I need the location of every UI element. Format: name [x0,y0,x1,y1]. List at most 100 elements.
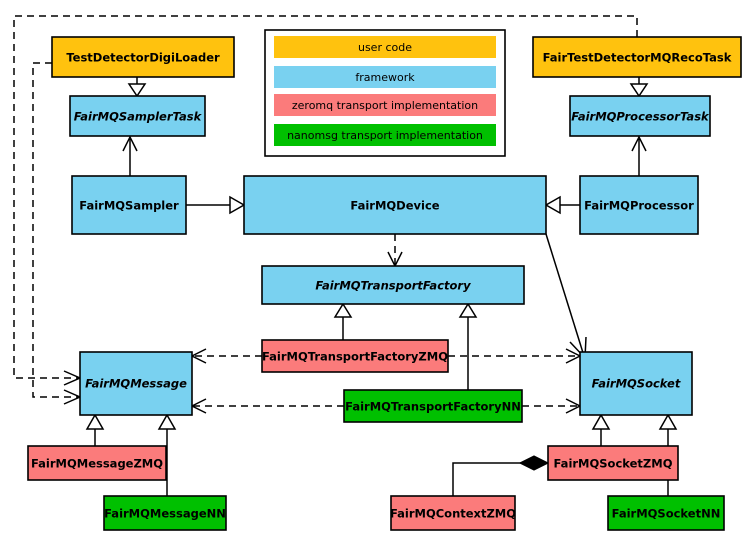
hollow-triangle-arrowhead [333,302,353,318]
node-FairMQSocket[interactable]: FairMQSocket [579,351,693,416]
edge-tfnn-to-socket [522,398,582,414]
node-label: FairMQSocketNN [612,507,721,521]
node-FairTestDetectorMQRecoTask[interactable]: FairTestDetectorMQRecoTask [532,36,742,78]
node-FairMQSampler[interactable]: FairMQSampler [71,175,187,235]
node-FairMQTransportFactoryNN[interactable]: FairMQTransportFactoryNN [343,389,523,423]
edge-sampler-to-samplertask [122,135,138,176]
filled-diamond-arrowhead [518,455,550,471]
edge-line [13,15,638,379]
legend: user code framework zeromq transport imp… [264,29,506,157]
hollow-triangle-arrowhead [629,83,649,98]
hollow-triangle-arrowhead [85,413,105,430]
edge-tfzmq-to-message [190,348,262,364]
hollow-triangle-arrowhead [658,413,678,430]
edge-digiloader-to-samplertask [127,77,147,98]
legend-swatch-zeromq [274,94,496,116]
node-label: FairMQMessageNN [104,507,226,521]
legend-item-user-code: user code [274,36,496,58]
node-label: FairMQSocketZMQ [554,457,673,471]
legend-item-nanomsg: nanomsg transport implementation [274,124,496,146]
node-FairMQDevice[interactable]: FairMQDevice [243,175,547,235]
node-FairMQTransportFactory[interactable]: FairMQTransportFactory [261,265,525,305]
node-FairMQMessageNN[interactable]: FairMQMessageNN [103,495,227,531]
edge-messagezmq-to-message [85,413,105,446]
node-FairMQContextZMQ[interactable]: FairMQContextZMQ [390,495,516,531]
node-label: FairMQTransportFactoryNN [345,400,521,414]
node-rect[interactable] [607,495,725,531]
node-rect[interactable] [579,175,699,235]
legend-label-framework: framework [355,71,415,84]
edge-line [32,62,78,398]
hollow-triangle-arrowhead [544,195,561,215]
edge-processor-to-device [544,195,580,215]
node-label: FairMQSampler [79,199,179,213]
node-rect[interactable] [569,95,711,137]
node-rect[interactable] [547,445,679,481]
node-rect[interactable] [261,265,525,305]
node-label: FairMQSocket [592,377,681,391]
node-label: FairMQMessage [85,377,187,391]
node-label: FairMQTransportFactoryZMQ [262,350,448,364]
edge-contextzmq-to-socketzmq [452,455,550,496]
hollow-triangle-arrowhead [127,83,147,98]
node-rect[interactable] [51,36,235,78]
node-rect[interactable] [71,175,187,235]
node-FairMQProcessorTask[interactable]: FairMQProcessorTask [569,95,711,137]
node-FairMQTransportFactoryZMQ[interactable]: FairMQTransportFactoryZMQ [261,339,449,373]
legend-swatch-framework [274,66,496,88]
node-rect[interactable] [103,495,227,531]
node-label: FairMQDevice [350,199,439,213]
edge-socketzmq-to-socket [591,413,611,446]
node-rect[interactable] [69,95,206,137]
node-label: FairMQProcessorTask [571,110,710,124]
boxes-layer: TestDetectorDigiLoader FairMQSamplerTask… [27,36,742,531]
edge-line [545,233,585,357]
node-label: FairTestDetectorMQRecoTask [543,51,732,65]
node-rect[interactable] [27,445,167,481]
node-rect[interactable] [243,175,547,235]
node-FairMQSocketNN[interactable]: FairMQSocketNN [607,495,725,531]
legend-swatch-nanomsg [274,124,496,146]
hollow-triangle-arrowhead [591,413,611,430]
legend-label-user-code: user code [358,41,412,54]
open-arrowhead [122,135,138,152]
edge-tfnn-to-message [190,398,344,414]
edge-tfnn-to-transportfactory [458,302,478,390]
hollow-triangle-arrowhead [229,195,246,215]
edge-line [452,462,533,496]
legend-label-zeromq: zeromq transport implementation [292,99,478,112]
node-FairMQMessage[interactable]: FairMQMessage [79,351,193,416]
open-arrowhead [631,135,647,152]
node-FairMQSocketZMQ[interactable]: FairMQSocketZMQ [547,445,679,481]
edge-processor-to-processortask [631,135,647,176]
legend-swatch-user-code [274,36,496,58]
node-rect[interactable] [343,389,523,423]
node-label: FairMQSamplerTask [74,110,203,124]
node-rect[interactable] [532,36,742,78]
node-rect[interactable] [390,495,516,531]
node-FairMQProcessor[interactable]: FairMQProcessor [579,175,699,235]
node-label: FairMQMessageZMQ [31,457,163,471]
node-label: FairMQTransportFactory [315,279,471,293]
edge-sampler-to-device [186,195,246,215]
edge-recotask-to-processortask [629,77,649,98]
node-rect[interactable] [579,351,693,416]
legend-label-nanomsg: nanomsg transport implementation [287,129,483,142]
node-TestDetectorDigiLoader[interactable]: TestDetectorDigiLoader [51,36,235,78]
legend-item-zeromq: zeromq transport implementation [274,94,496,116]
node-rect[interactable] [261,339,449,373]
node-label: FairMQProcessor [584,199,694,213]
node-label: TestDetectorDigiLoader [66,51,220,65]
edge-messagenn-to-message [157,413,177,496]
edge-device-to-transportfactory [387,234,403,268]
hollow-triangle-arrowhead [458,302,478,318]
edge-tfzmq-to-transportfactory [333,302,353,340]
node-label: FairMQContextZMQ [390,507,516,521]
node-FairMQSamplerTask[interactable]: FairMQSamplerTask [69,95,206,137]
node-rect[interactable] [79,351,193,416]
node-FairMQMessageZMQ[interactable]: FairMQMessageZMQ [27,445,167,481]
hollow-triangle-arrowhead [157,413,177,430]
edge-device-to-socket [545,233,587,360]
